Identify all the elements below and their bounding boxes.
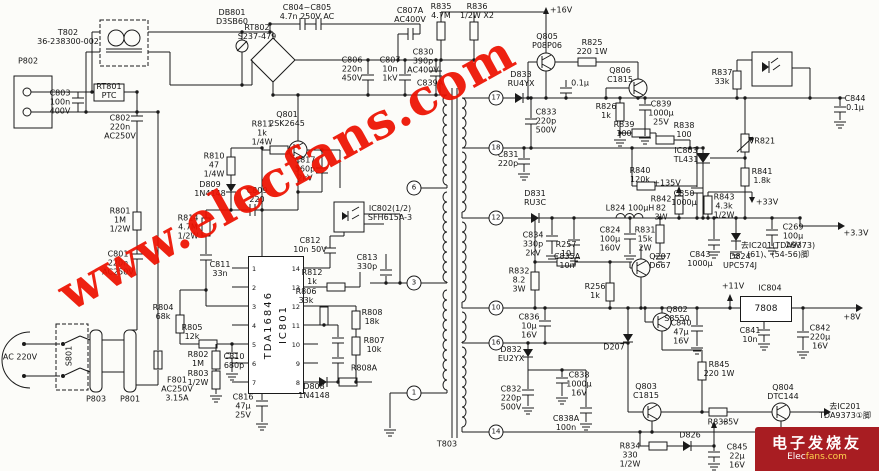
ic801-pin: 14 — [291, 265, 300, 273]
ic801-pin: 5 — [252, 341, 257, 349]
ic801-pin: 4 — [252, 322, 257, 330]
ic801-pin: 8 — [295, 379, 300, 387]
ic801-pin: 6 — [252, 360, 257, 368]
ic801-part: TDA16846 — [263, 290, 274, 360]
logo-title: 电子发烧友 — [771, 434, 862, 453]
ic801-pin: 12 — [291, 303, 300, 311]
ic801-pin: 3 — [252, 303, 257, 311]
ic801-pin: 7 — [252, 379, 257, 387]
ic801-pin: 1 — [252, 265, 257, 273]
elecfans-logo: 电子发烧友 Elecfans.com — [755, 427, 879, 471]
ic801-pin: 11 — [291, 322, 300, 330]
ic801-pin: 10 — [291, 341, 300, 349]
ic804-part: 7808 — [754, 304, 778, 314]
logo-subtitle: Elecfans.com — [787, 451, 847, 462]
ic801-ref: IC801 — [278, 305, 289, 345]
ic804-chip: 7808 — [740, 296, 792, 322]
ic801-pin: 9 — [295, 360, 300, 368]
ic801-pin: 13 — [291, 284, 300, 292]
ic801-pin: 2 — [252, 284, 257, 292]
